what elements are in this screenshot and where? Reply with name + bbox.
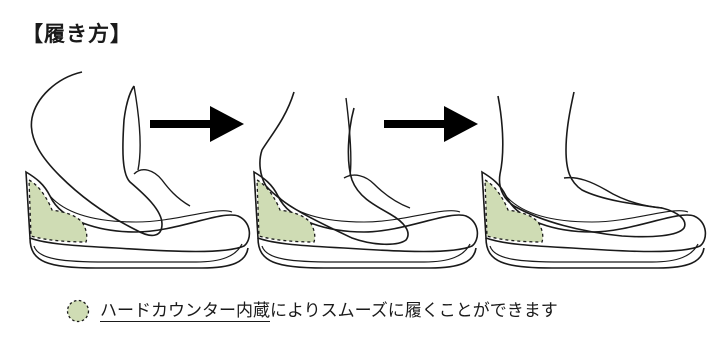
- step-1-illustration: [25, 71, 251, 269]
- page-title: 【履き方】: [22, 22, 132, 46]
- shoe-2: [253, 171, 479, 269]
- arrow-right-icon: [150, 106, 244, 142]
- caption-rest: によりスムーズに履くことができます: [270, 301, 558, 321]
- caption-highlight: ハードカウンター内蔵: [100, 301, 270, 321]
- wearing-steps-illustration: [25, 71, 707, 269]
- caption-text: ハードカウンター内蔵によりスムーズに履くことができます: [100, 299, 558, 323]
- caption: ハードカウンター内蔵によりスムーズに履くことができます: [66, 298, 558, 324]
- dotted-circle-legend-icon: [66, 299, 90, 323]
- step-2-illustration: [253, 91, 479, 269]
- arrow-right-icon: [384, 106, 478, 142]
- shoe-1: [25, 171, 251, 269]
- shoe-3: [481, 171, 707, 269]
- step-3-illustration: [481, 91, 707, 269]
